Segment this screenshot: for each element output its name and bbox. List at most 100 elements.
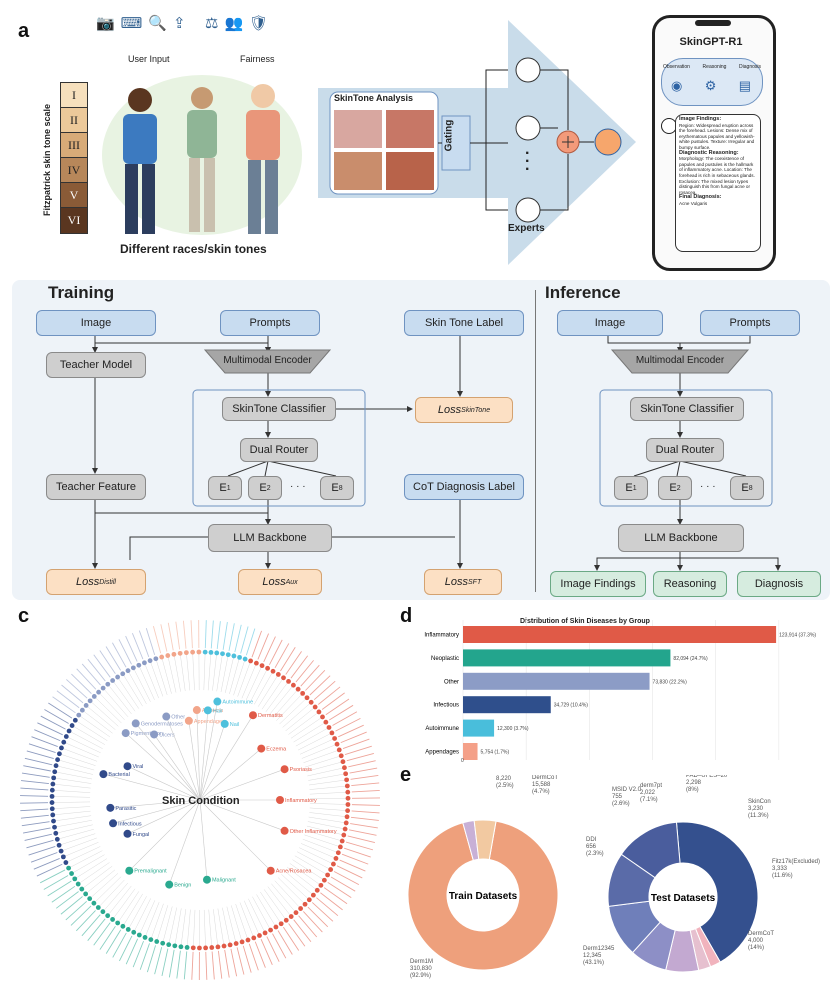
- leaf-label-mark: [305, 670, 326, 691]
- panel-d-label: d: [400, 605, 413, 627]
- leaf-label-mark: [28, 846, 56, 856]
- inference-title: Inference: [545, 283, 621, 302]
- phone-title: SkinGPT-R1: [679, 36, 743, 48]
- tree-branch: [285, 706, 316, 732]
- leaf-node: [154, 939, 160, 944]
- leaf-node: [178, 944, 184, 950]
- leaf-label-mark: [20, 814, 49, 819]
- tree-branch: [274, 880, 301, 909]
- group-branch: [129, 799, 201, 871]
- tree-branch: [86, 705, 116, 730]
- leaf-node: [344, 783, 350, 789]
- leaf-node: [310, 892, 316, 898]
- leaf-node: [136, 662, 142, 668]
- donut-slice-label: Derm1M: [410, 959, 433, 965]
- leaf-node: [233, 941, 239, 946]
- leaf-node: [338, 753, 344, 759]
- leaf-node: [337, 844, 343, 850]
- tree-branch: [250, 668, 268, 703]
- group-node: [184, 716, 193, 725]
- leaf-label-mark: [81, 663, 101, 686]
- leaf-node: [160, 940, 166, 946]
- leaf-label-mark: [105, 646, 122, 671]
- leaf-label-mark: [346, 752, 374, 762]
- tree-branch: [180, 909, 187, 947]
- leaf-node: [335, 850, 341, 856]
- leaf-label-mark: [348, 760, 376, 768]
- donut-slice-label: 310,830: [410, 966, 432, 972]
- leaf-label-mark: [24, 757, 53, 766]
- group-branch: [199, 710, 209, 801]
- group-branch: [127, 799, 201, 835]
- leaf-node: [148, 937, 154, 942]
- tree-branch: [299, 847, 334, 865]
- leaf-node: [136, 932, 142, 938]
- group-branch: [135, 723, 201, 801]
- leaf-node: [345, 802, 351, 807]
- bar-value-label: 73,830 (22.2%): [653, 679, 688, 685]
- radial-center-label: Skin Condition: [162, 795, 240, 807]
- leaf-node: [61, 739, 67, 745]
- group-branch: [199, 799, 208, 880]
- group-label: Ulcers: [159, 732, 175, 738]
- leaf-label-mark: [87, 918, 106, 941]
- leaf-node: [221, 943, 227, 949]
- leaf-node: [55, 757, 60, 763]
- leaf-node: [245, 937, 251, 943]
- tree-branch: [222, 907, 231, 945]
- leaf-node: [196, 649, 202, 655]
- e1-sub: 1: [226, 484, 231, 492]
- donut-slice: [473, 819, 497, 861]
- eye-icon: ◉: [671, 78, 683, 93]
- group-branch: [196, 710, 201, 801]
- leaf-node: [91, 900, 97, 906]
- tree-branch: [174, 908, 182, 946]
- bar-other: [463, 672, 650, 690]
- tree-branch: [94, 696, 122, 724]
- leaf-node: [165, 653, 171, 658]
- leaf-node: [76, 712, 82, 718]
- leaf-node: [328, 867, 334, 872]
- leaf-label-mark: [351, 782, 380, 787]
- infer-encoder-label: Multimodal Encoder: [635, 355, 725, 366]
- tree-branch: [233, 658, 246, 696]
- leaf-label-mark: [99, 650, 116, 674]
- leaf-node: [248, 658, 254, 664]
- leaf-label-mark: [30, 852, 58, 863]
- train-prompts-node: Prompts: [220, 310, 320, 336]
- tree-branch: [303, 749, 340, 763]
- diagnosis-node: Diagnosis: [737, 571, 821, 597]
- leaf-label-mark: [351, 804, 380, 806]
- leaf-node: [63, 734, 69, 739]
- leaf-node: [339, 838, 345, 844]
- leaf-node: [125, 927, 131, 932]
- leaf-node: [259, 663, 265, 669]
- train-encoder-label: Multimodal Encoder: [223, 355, 312, 366]
- leaf-label-mark: [351, 810, 380, 814]
- leaf-node: [262, 930, 268, 936]
- tree-branch: [239, 902, 254, 938]
- donut-slice-label: 8,220: [496, 776, 512, 782]
- tree-branch: [98, 879, 125, 908]
- tree-branch: [54, 820, 92, 828]
- tree-branch: [306, 761, 344, 772]
- group-branch: [112, 799, 201, 824]
- leaf-node: [283, 917, 289, 923]
- donut-slice-label: DermCoT: [748, 931, 774, 937]
- tree-branch: [226, 906, 237, 944]
- leaf-label-mark: [160, 624, 168, 652]
- loss-sft-text: Loss: [444, 576, 468, 588]
- leaf-label-mark: [168, 949, 175, 978]
- leaf-node: [159, 654, 165, 660]
- bar-category-label: Appendages: [425, 750, 459, 756]
- leaf-node: [288, 914, 294, 919]
- leaf-label-mark: [348, 829, 377, 836]
- tree-branch: [207, 652, 212, 691]
- group-label: Nail: [230, 722, 239, 728]
- leaf-node: [286, 678, 291, 684]
- leaf-label-mark: [300, 664, 320, 687]
- leaf-label-mark: [48, 702, 73, 719]
- leaf-node: [208, 650, 214, 655]
- fairness-label: Fairness: [240, 54, 275, 64]
